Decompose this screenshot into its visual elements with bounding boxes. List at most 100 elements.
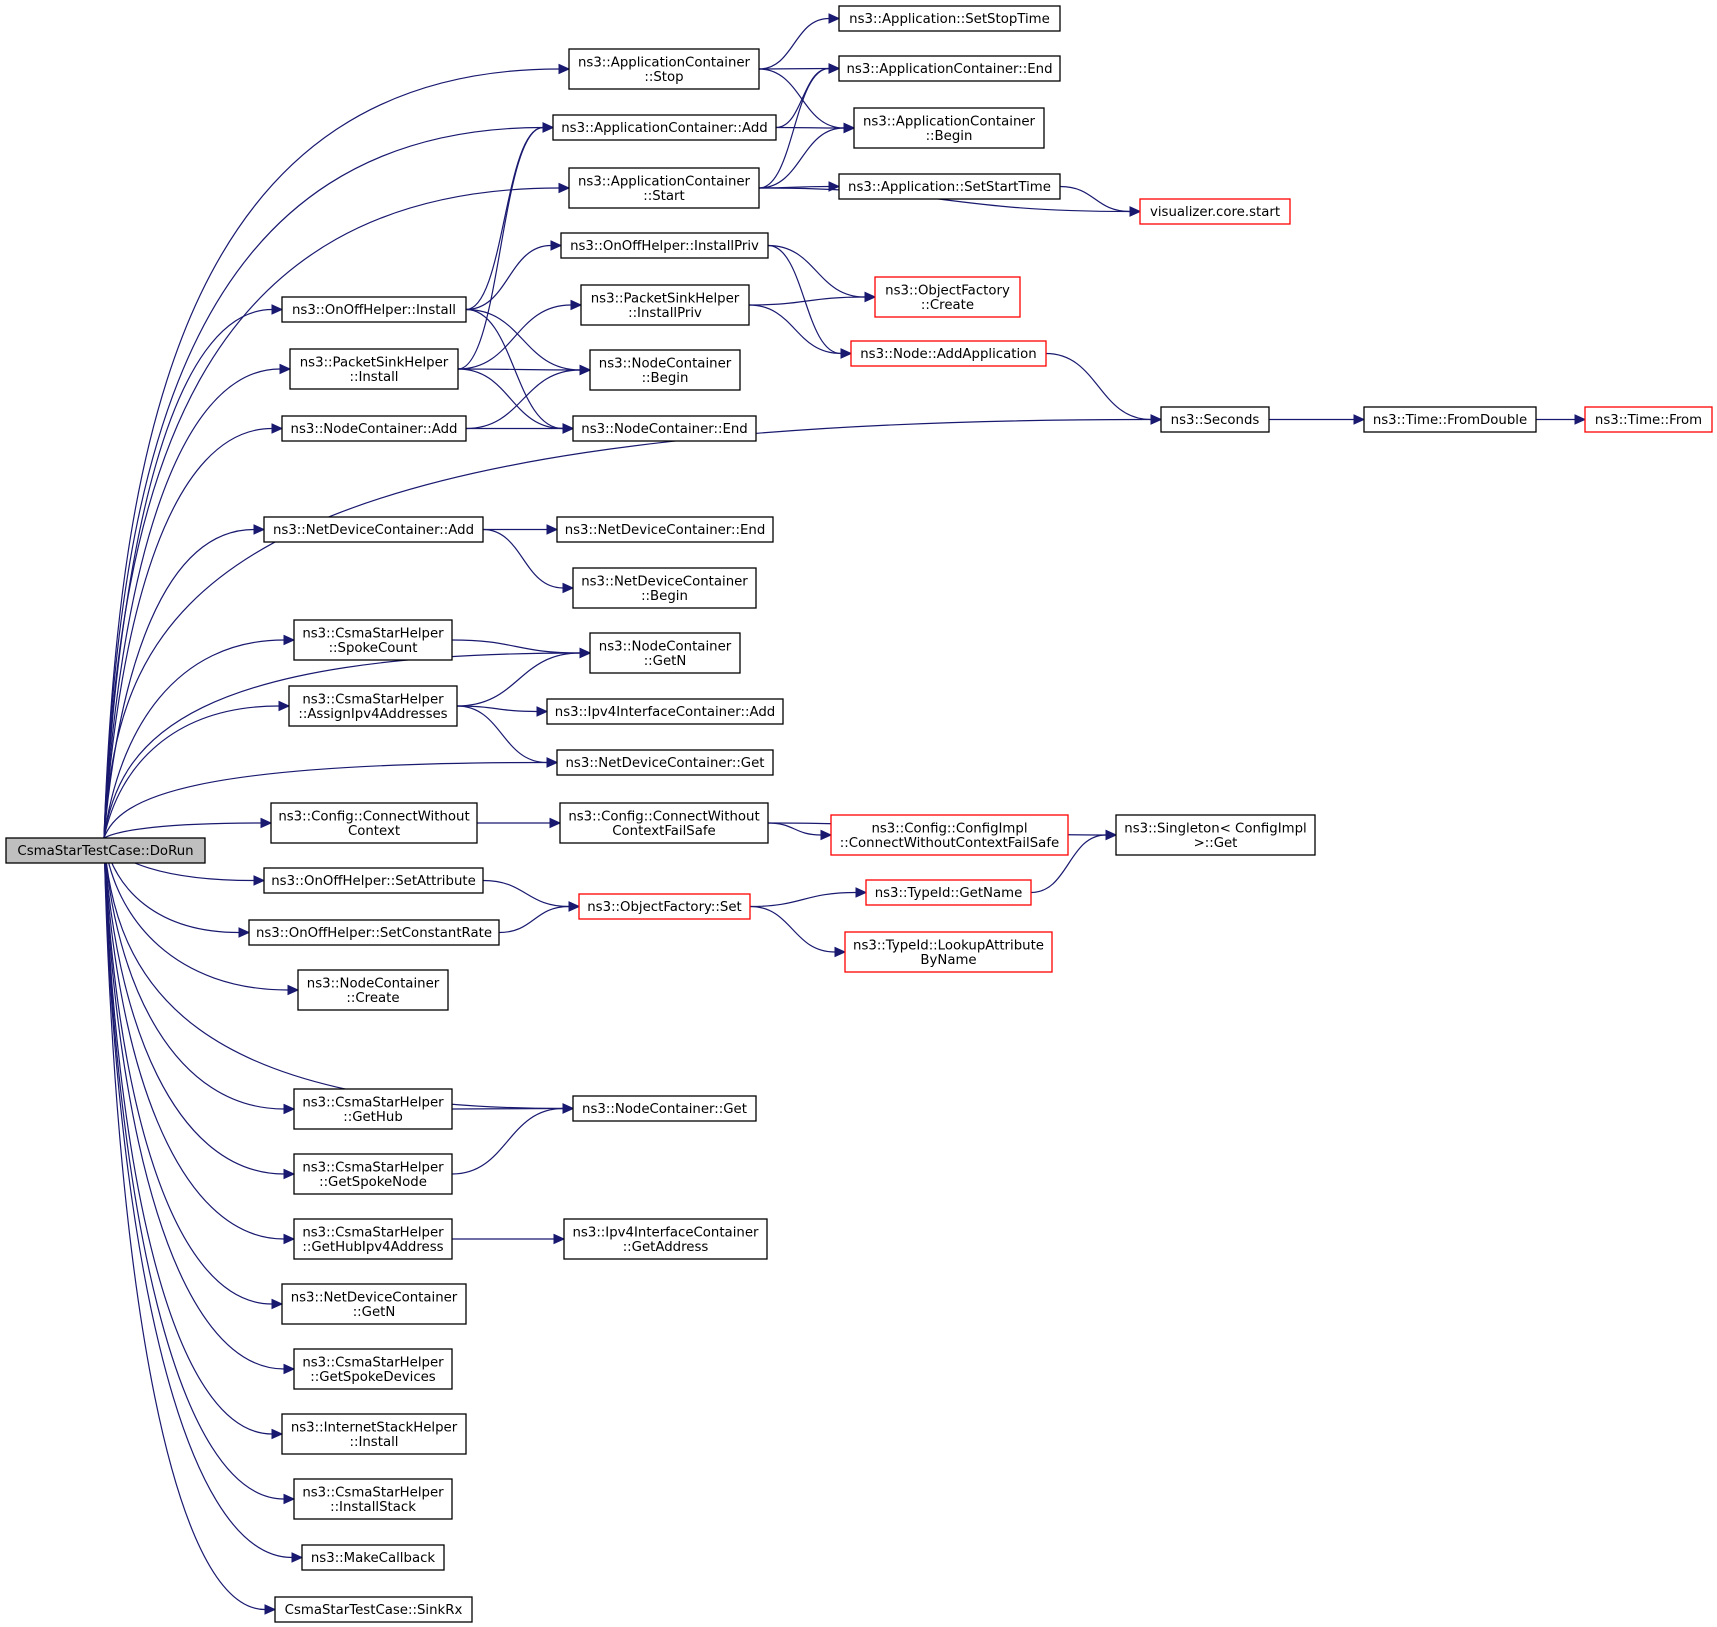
edge-line <box>103 761 548 839</box>
edge-line <box>758 127 845 189</box>
edge-onoff-install-to-nodec-end <box>465 308 575 434</box>
node-root[interactable]: CsmaStarTestCase::DoRun <box>5 837 206 864</box>
node-node-addapp[interactable]: ns3::Node::AddApplication <box>850 340 1047 367</box>
node-csh-spokecount[interactable]: ns3::CsmaStarHelper::SpokeCount <box>293 619 453 661</box>
node-appc-begin[interactable]: ns3::ApplicationContainer::Begin <box>853 107 1045 149</box>
node-vis-start[interactable]: visualizer.core.start <box>1139 198 1291 225</box>
node-objfac-create[interactable]: ns3::ObjectFactory::Create <box>874 276 1021 318</box>
node-box <box>301 1544 445 1571</box>
edge-line <box>103 837 285 1110</box>
node-nodec-create[interactable]: ns3::NodeContainer::Create <box>297 969 449 1011</box>
node-label: ::SpokeCount <box>329 641 418 656</box>
node-box <box>1160 406 1270 433</box>
edge-line <box>103 126 544 839</box>
node-nodec-getn[interactable]: ns3::NodeContainer::GetN <box>589 632 741 674</box>
node-label: ns3::CsmaStarHelper <box>302 1485 444 1500</box>
node-box <box>248 919 500 946</box>
node-label: ns3::Application::SetStartTime <box>848 180 1051 195</box>
node-csh-installstack[interactable]: ns3::CsmaStarHelper::InstallStack <box>293 1478 453 1520</box>
arrowhead-icon <box>828 63 841 74</box>
node-sinkrx[interactable]: CsmaStarTestCase::SinkRx <box>274 1596 473 1623</box>
node-cfg-cwcfs[interactable]: ns3::Config::ConnectWithoutContextFailSa… <box>559 802 769 844</box>
node-ipv4ic-getaddr[interactable]: ns3::Ipv4InterfaceContainer::GetAddress <box>563 1218 768 1260</box>
node-label: ns3::NetDeviceContainer <box>581 574 748 589</box>
node-label: ::ConnectWithoutContextFailSafe <box>840 836 1059 851</box>
edge-line <box>748 304 842 355</box>
node-label: ::GetAddress <box>623 1240 709 1255</box>
node-onoff-installpriv[interactable]: ns3::OnOffHelper::InstallPriv <box>560 232 769 259</box>
node-appc-add[interactable]: ns3::ApplicationContainer::Add <box>552 114 777 141</box>
edge-psink-install-to-appc-add <box>457 122 555 370</box>
node-ndc-getn[interactable]: ns3::NetDeviceContainer::GetN <box>281 1283 467 1325</box>
edge-line <box>767 244 866 298</box>
node-box <box>281 296 467 323</box>
node-ipv4ic-add[interactable]: ns3::Ipv4InterfaceContainer::Add <box>546 698 784 725</box>
edge-line <box>103 68 560 839</box>
edge-root-to-ndc-add <box>103 524 266 839</box>
node-onoff-setattr[interactable]: ns3::OnOffHelper::SetAttribute <box>263 867 484 894</box>
edge-onoff-install-to-appc-add <box>465 122 555 311</box>
node-box <box>274 1596 473 1623</box>
node-ndc-end[interactable]: ns3::NetDeviceContainer::End <box>556 516 774 543</box>
node-box <box>572 1095 757 1122</box>
node-label: ::GetSpokeNode <box>319 1175 427 1190</box>
node-cfgimpl-cwcfs[interactable]: ns3::Config::ConfigImpl::ConnectWithoutC… <box>830 814 1069 856</box>
edge-line <box>103 639 285 839</box>
node-app-stop-time[interactable]: ns3::Application::SetStopTime <box>838 5 1061 32</box>
node-label: >::Get <box>1194 836 1238 851</box>
node-nodec-end[interactable]: ns3::NodeContainer::End <box>572 415 757 442</box>
node-box <box>1115 814 1316 856</box>
edge-line <box>103 837 289 991</box>
node-app-start-time[interactable]: ns3::Application::SetStartTime <box>838 173 1061 200</box>
node-psink-installpriv[interactable]: ns3::PacketSinkHelper::InstallPriv <box>580 284 750 326</box>
edge-line <box>103 187 560 839</box>
node-nodec-get[interactable]: ns3::NodeContainer::Get <box>572 1095 757 1122</box>
node-typeid-getname[interactable]: ns3::TypeId::GetName <box>865 879 1032 906</box>
node-appc-start[interactable]: ns3::ApplicationContainer::Start <box>568 167 760 209</box>
arrowhead-icon <box>283 1168 296 1180</box>
node-csh-gethubipv4[interactable]: ns3::CsmaStarHelper::GetHubIpv4Address <box>293 1218 453 1260</box>
node-ndc-get[interactable]: ns3::NetDeviceContainer::Get <box>556 749 774 776</box>
edge-line <box>103 837 285 1500</box>
node-ish-install[interactable]: ns3::InternetStackHelper::Install <box>281 1413 467 1455</box>
arrowhead-icon <box>536 706 549 717</box>
node-box <box>838 55 1061 82</box>
node-label: CsmaStarTestCase::SinkRx <box>285 1603 463 1618</box>
node-appc-end[interactable]: ns3::ApplicationContainer::End <box>838 55 1061 82</box>
arrowhead-icon <box>558 182 571 194</box>
node-singleton-get[interactable]: ns3::Singleton< ConfigImpl>::Get <box>1115 814 1316 856</box>
node-ndc-add[interactable]: ns3::NetDeviceContainer::Add <box>263 516 484 543</box>
node-nodec-add[interactable]: ns3::NodeContainer::Add <box>281 415 467 442</box>
node-box <box>552 114 777 141</box>
node-box <box>853 107 1045 149</box>
node-time-fromdouble[interactable]: ns3::Time::FromDouble <box>1363 406 1537 433</box>
edge-seconds-to-time-fromdouble <box>1269 414 1366 425</box>
node-nodec-begin[interactable]: ns3::NodeContainer::Begin <box>589 349 741 391</box>
edge-objfac-set-to-typeid-getname <box>749 887 868 908</box>
node-onoff-install[interactable]: ns3::OnOffHelper::Install <box>281 296 467 323</box>
node-label: ns3::CsmaStarHelper <box>302 692 444 707</box>
arrowhead-icon <box>253 524 266 535</box>
node-time-from[interactable]: ns3::Time::From <box>1584 406 1713 433</box>
node-csh-getspokenode[interactable]: ns3::CsmaStarHelper::GetSpokeNode <box>293 1153 453 1195</box>
node-cfg-cwc[interactable]: ns3::Config::ConnectWithoutContext <box>270 802 478 844</box>
node-appc-stop[interactable]: ns3::ApplicationContainer::Stop <box>568 48 760 90</box>
node-ndc-begin[interactable]: ns3::NetDeviceContainer::Begin <box>572 567 757 609</box>
node-csh-gethub[interactable]: ns3::CsmaStarHelper::GetHub <box>293 1088 453 1130</box>
node-label: ns3::ApplicationContainer::End <box>846 62 1052 77</box>
node-label: ContextFailSafe <box>612 824 716 839</box>
node-objfac-set[interactable]: ns3::ObjectFactory::Set <box>578 893 751 920</box>
edge-typeid-getname-to-singleton-get <box>1030 829 1118 894</box>
node-csh-getspokedevices[interactable]: ns3::CsmaStarHelper::GetSpokeDevices <box>293 1348 453 1390</box>
node-csh-assign[interactable]: ns3::CsmaStarHelper::AssignIpv4Addresses <box>288 685 458 727</box>
node-seconds[interactable]: ns3::Seconds <box>1160 406 1270 433</box>
edge-ndc-add-to-ndc-end <box>483 524 559 535</box>
edge-csh-assign-to-ipv4ic-add <box>456 705 549 717</box>
node-make-callback[interactable]: ns3::MakeCallback <box>301 1544 445 1571</box>
node-psink-install[interactable]: ns3::PacketSinkHelper::Install <box>289 348 459 390</box>
arrowhead-icon <box>546 757 559 768</box>
node-onoff-setrate[interactable]: ns3::OnOffHelper::SetConstantRate <box>248 919 500 946</box>
edge-line <box>1045 352 1152 421</box>
node-label: ns3::Time::FromDouble <box>1373 413 1527 428</box>
